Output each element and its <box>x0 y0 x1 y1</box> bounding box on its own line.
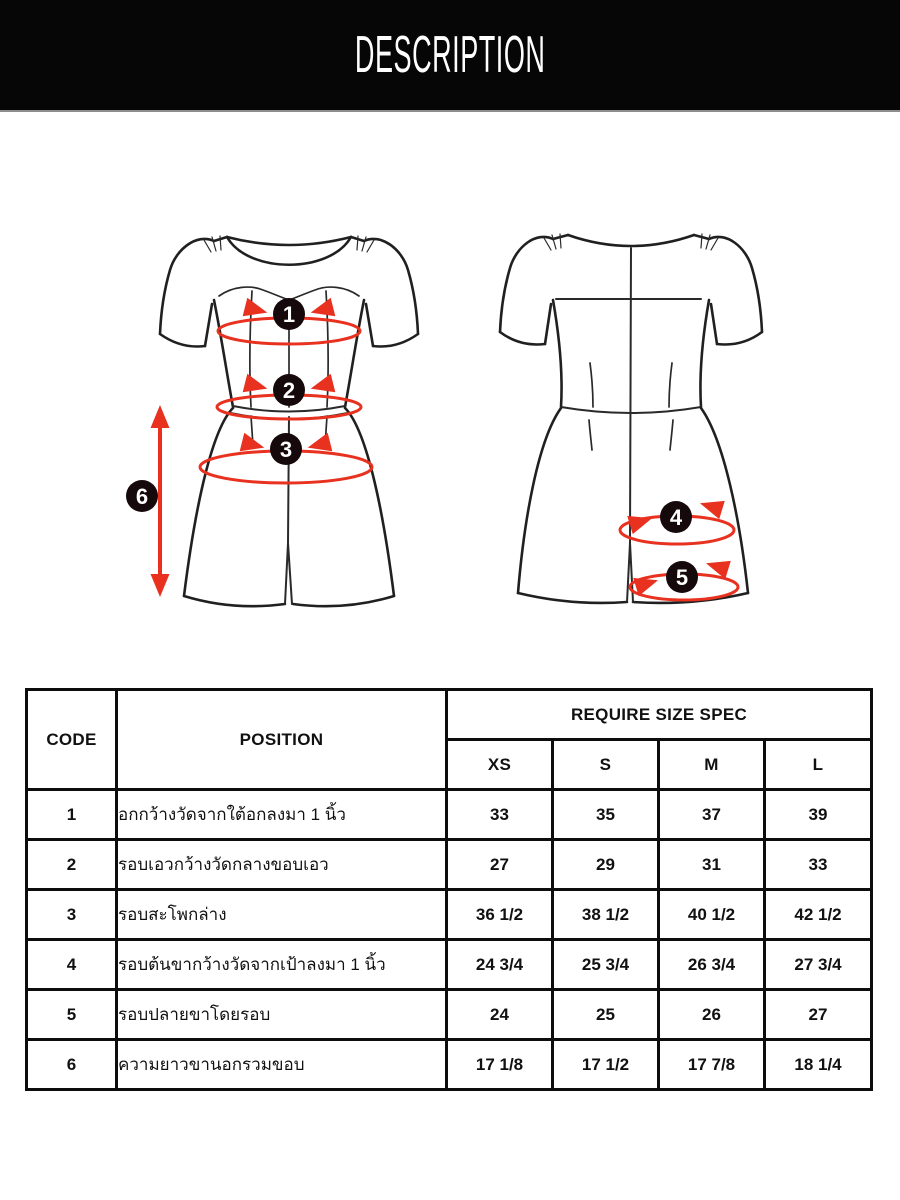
value-cell-xs: 24 3/4 <box>445 938 554 991</box>
col-header-size-xs: XS <box>445 738 554 791</box>
marker-3: 3 <box>270 433 302 465</box>
value-cell-s: 25 <box>551 988 660 1041</box>
col-header-code: CODE <box>25 688 118 791</box>
value-cell-s: 29 <box>551 838 660 891</box>
value-cell-s: 35 <box>551 788 660 841</box>
value-cell-m: 37 <box>657 788 766 841</box>
position-cell: ความยาวขานอกรวมขอบ <box>115 1038 448 1091</box>
table-row-5: 5 รอบปลายขาโดยรอบ 24 25 26 27 <box>25 988 874 1041</box>
size-spec-table: CODE POSITION REQUIRE SIZE SPEC XS S M L… <box>25 688 874 1091</box>
value-cell-xs: 33 <box>445 788 554 841</box>
value-cell-l: 27 3/4 <box>762 938 874 991</box>
marker-1-label: 1 <box>283 302 295 327</box>
marker-6: 6 <box>126 480 158 512</box>
marker-6-label: 6 <box>136 484 148 509</box>
table-header-row: CODE POSITION REQUIRE SIZE SPEC <box>25 688 874 791</box>
code-cell: 4 <box>25 938 118 991</box>
value-cell-l: 39 <box>762 788 874 841</box>
position-cell: รอบปลายขาโดยรอบ <box>115 988 448 1041</box>
col-header-size-s: S <box>551 738 660 791</box>
table-row-2: 2 รอบเอวกว้างวัดกลางขอบเอว 27 29 31 33 <box>25 838 874 891</box>
table-row-3: 3 รอบสะโพกล่าง 36 1/2 38 1/2 40 1/2 42 1… <box>25 888 874 941</box>
table-size-header-row: XS S M L <box>27 738 874 791</box>
position-cell: รอบสะโพกล่าง <box>115 888 448 941</box>
table-row-1: 1 อกกว้างวัดจากใต้อกลงมา 1 นิ้ว 33 35 37… <box>25 788 874 841</box>
col-header-position: POSITION <box>115 688 448 791</box>
value-cell-l: 18 1/4 <box>762 1038 874 1091</box>
table-row-4: 4 รอบต้นขากว้างวัดจากเป้าลงมา 1 นิ้ว 24 … <box>25 938 874 991</box>
marker-4: 4 <box>660 501 692 533</box>
marker-1: 1 <box>273 298 305 330</box>
value-cell-xs: 17 1/8 <box>445 1038 554 1091</box>
code-cell: 5 <box>25 988 118 1041</box>
value-cell-s: 25 3/4 <box>551 938 660 991</box>
garment-front-view-drawing <box>158 235 420 608</box>
col-header-require-size-spec: REQUIRE SIZE SPEC <box>444 688 874 741</box>
marker-5-label: 5 <box>676 565 688 590</box>
value-cell-xs: 24 <box>445 988 554 1041</box>
value-cell-l: 33 <box>762 838 874 891</box>
marker-5: 5 <box>666 561 698 593</box>
length-measure-arrow <box>150 405 170 597</box>
value-cell-l: 27 <box>762 988 874 1041</box>
garment-back-view-drawing <box>498 233 764 605</box>
value-cell-m: 40 1/2 <box>657 888 766 941</box>
position-cell: รอบเอวกว้างวัดกลางขอบเอว <box>115 838 448 891</box>
value-cell-m: 26 3/4 <box>657 938 766 991</box>
value-cell-m: 17 7/8 <box>657 1038 766 1091</box>
col-header-size-m: M <box>657 738 766 791</box>
marker-2-label: 2 <box>283 378 295 403</box>
code-cell: 2 <box>25 838 118 891</box>
value-cell-s: 17 1/2 <box>551 1038 660 1091</box>
value-cell-m: 26 <box>657 988 766 1041</box>
table-row-6: 6 ความยาวขานอกรวมขอบ 17 1/8 17 1/2 17 7/… <box>25 1038 874 1091</box>
code-cell: 1 <box>25 788 118 841</box>
code-cell: 6 <box>25 1038 118 1091</box>
value-cell-xs: 27 <box>445 838 554 891</box>
position-cell: รอบต้นขากว้างวัดจากเป้าลงมา 1 นิ้ว <box>115 938 448 991</box>
value-cell-xs: 36 1/2 <box>445 888 554 941</box>
marker-2: 2 <box>273 374 305 406</box>
code-cell: 3 <box>25 888 118 941</box>
description-header-bar: DESCRIPTION <box>0 0 900 112</box>
marker-4-label: 4 <box>670 505 683 530</box>
marker-3-label: 3 <box>280 437 292 462</box>
position-cell: อกกว้างวัดจากใต้อกลงมา 1 นิ้ว <box>115 788 448 841</box>
value-cell-s: 38 1/2 <box>551 888 660 941</box>
value-cell-m: 31 <box>657 838 766 891</box>
col-header-size-l: L <box>762 738 874 791</box>
measurement-diagram: 1 2 3 4 5 6 <box>126 233 764 608</box>
value-cell-l: 42 1/2 <box>762 888 874 941</box>
page-title: DESCRIPTION <box>354 26 546 84</box>
